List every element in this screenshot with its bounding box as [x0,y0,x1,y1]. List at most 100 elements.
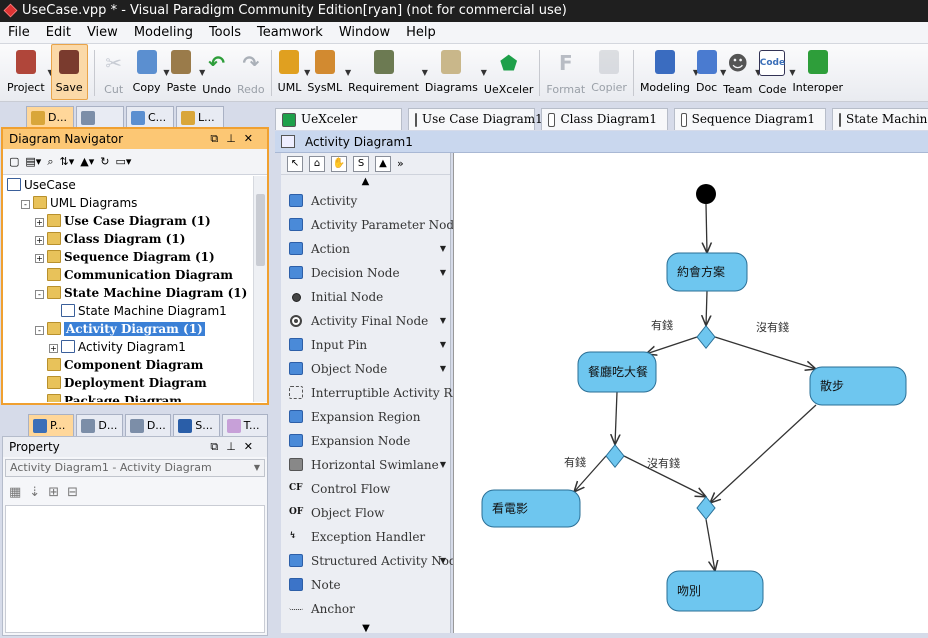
team-button[interactable]: ☻Team▼ [723,44,761,100]
menu-window[interactable]: Window [338,25,391,40]
dock-tab[interactable]: P... [28,414,75,436]
menu-file[interactable]: File [8,25,30,40]
uexceler-button[interactable]: ⬟UeXceler [484,44,534,100]
palette-item-activity-parameter-node[interactable]: Activity Parameter Node [281,213,461,237]
expand-icon[interactable]: + [35,236,44,245]
editor-tab[interactable]: Class Diagram1 [541,108,668,130]
dropdown-arrow-icon[interactable]: ▼ [304,68,311,77]
dropdown-arrow-icon[interactable]: ▼ [480,68,487,77]
dropdown-arrow-icon[interactable]: ▼ [439,364,446,373]
property-element-select[interactable]: Activity Diagram1 - Activity Diagram▼ [5,459,265,477]
expand-icon[interactable]: + [35,254,44,263]
menu-modeling[interactable]: Modeling [133,25,193,40]
activity-diagram[interactable]: 有錢沒有錢有錢沒有錢約會方案餐廳吃大餐散步看電影吻別 [454,153,928,638]
tree-item[interactable]: -Activity Diagram (1) [3,320,255,338]
diagrams-button[interactable]: Diagrams▼ [425,44,487,100]
expand-icon[interactable]: ⊞ [48,484,60,500]
palette-item-activity-final-node[interactable]: Activity Final Node▼ [281,309,450,333]
palette-item-initial-node[interactable]: Initial Node [281,285,450,309]
dropdown-arrow-icon[interactable]: ▼ [163,68,170,77]
flow-m1-bye[interactable] [705,519,715,571]
dropdown-arrow-icon[interactable]: ▼ [439,244,446,253]
dropdown-arrow-icon[interactable]: ▼ [720,68,727,77]
dropdown-arrow-icon[interactable]: ▼ [755,68,762,77]
dock-tab[interactable]: S... [173,414,220,436]
modeling-button[interactable]: Modeling▼ [640,44,699,100]
expand-icon[interactable]: + [49,344,58,353]
action-node-bye[interactable] [666,570,764,612]
palette-item-input-pin[interactable]: Input Pin▼ [281,333,450,357]
save-button[interactable]: Save [50,44,88,100]
tree-item[interactable]: +Sequence Diagram (1) [3,248,255,266]
flow-start-plan[interactable] [706,203,707,253]
palette-item-anchor[interactable]: Anchor [281,597,450,621]
flow-plan-d1[interactable] [706,290,707,326]
editor-tab[interactable]: Sequence Diagram1 [674,108,826,130]
flow-dinner-d2[interactable] [615,391,617,445]
paste-button[interactable]: Paste▼ [167,44,205,100]
tree-item[interactable]: Deployment Diagram [3,374,255,392]
open-folder-icon[interactable]: ▭▾ [115,155,132,168]
palette-item-activity[interactable]: Activity [281,189,450,213]
collapse-icon[interactable]: ⊟ [67,484,79,500]
interoper-button[interactable]: Interoper [792,44,843,100]
collapse-icon[interactable]: - [21,200,30,209]
dropdown-arrow-icon[interactable]: ▼ [439,556,446,565]
sticky-icon[interactable]: S [353,155,369,172]
palette-item-note[interactable]: Note [281,573,450,597]
expand-icon[interactable]: + [35,218,44,227]
dock-tab[interactable]: D... [124,414,172,436]
flow-d2-m1[interactable] [623,455,706,497]
dock-tab[interactable] [76,106,124,128]
sort-icon[interactable]: ⇅▾ [59,155,75,168]
dock-tab[interactable]: L... [176,106,224,128]
menu-edit[interactable]: Edit [45,25,71,40]
menu-help[interactable]: Help [406,25,436,40]
menu-teamwork[interactable]: Teamwork [256,25,323,40]
dropdown-arrow-icon[interactable]: ▼ [439,316,446,325]
dropdown-arrow-icon[interactable]: ▼ [47,68,53,77]
doc-button[interactable]: Doc▼ [696,44,726,100]
initial-node[interactable] [696,184,716,204]
more-icon[interactable]: » [397,157,404,170]
sort-az-icon[interactable]: ⇣ [29,484,41,500]
redo-button[interactable]: ↷Redo [237,44,265,100]
dropdown-arrow-icon[interactable]: ▼ [692,68,699,77]
lock-icon[interactable]: ⌂ [309,155,325,172]
action-node-walk[interactable] [809,366,907,406]
triangle-icon[interactable]: ▲ [375,155,391,172]
copy-button[interactable]: Copy▼ [133,44,170,100]
palette-item-interruptible-activity-region[interactable]: Interruptible Activity Region [281,381,486,405]
dock-tab[interactable]: T... [221,414,269,436]
up-icon[interactable]: ▲▾ [80,155,95,168]
dropdown-arrow-icon[interactable]: ▼ [421,68,428,77]
palette-scroll-down-icon[interactable]: ▼ [362,623,370,634]
diagram-canvas[interactable]: 有錢沒有錢有錢沒有錢約會方案餐廳吃大餐散步看電影吻別 [453,153,928,638]
navigator-scrollbar[interactable] [253,176,267,402]
panel-controls[interactable]: ⧉⊥✕ [210,440,261,453]
dropdown-arrow-icon[interactable]: ▼ [199,68,206,77]
dropdown-arrow-icon[interactable]: ▼ [789,68,796,77]
action-node-movie[interactable] [481,489,581,528]
requirement-button[interactable]: Requirement▼ [348,44,428,100]
tree-item[interactable]: Communication Diagram [3,266,255,284]
categorized-icon[interactable]: ▦ [9,484,22,500]
dropdown-arrow-icon[interactable]: ▼ [345,68,352,77]
decision-node[interactable] [696,324,716,350]
refresh-icon[interactable]: ↻ [100,155,110,168]
uml-button[interactable]: UML▼ [278,44,310,100]
tree-item[interactable]: +Activity Diagram1 [3,338,255,356]
palette-item-object-node[interactable]: Object Node▼ [281,357,450,381]
hand-icon[interactable]: ✋ [331,155,347,172]
tree-item[interactable]: -State Machine Diagram (1) [3,284,255,302]
decision-node[interactable] [696,495,716,521]
undo-button[interactable]: ↶Undo [202,44,231,100]
decision-node[interactable] [605,443,625,469]
palette-item-expansion-node[interactable]: Expansion Node [281,429,450,453]
collapse-icon[interactable]: - [35,290,44,299]
palette-item-structured-activity-node[interactable]: Structured Activity Node▼ [281,549,464,573]
palette-scroll-up-icon[interactable]: ▲ [361,176,370,187]
flow-walk-m1[interactable] [710,404,817,503]
